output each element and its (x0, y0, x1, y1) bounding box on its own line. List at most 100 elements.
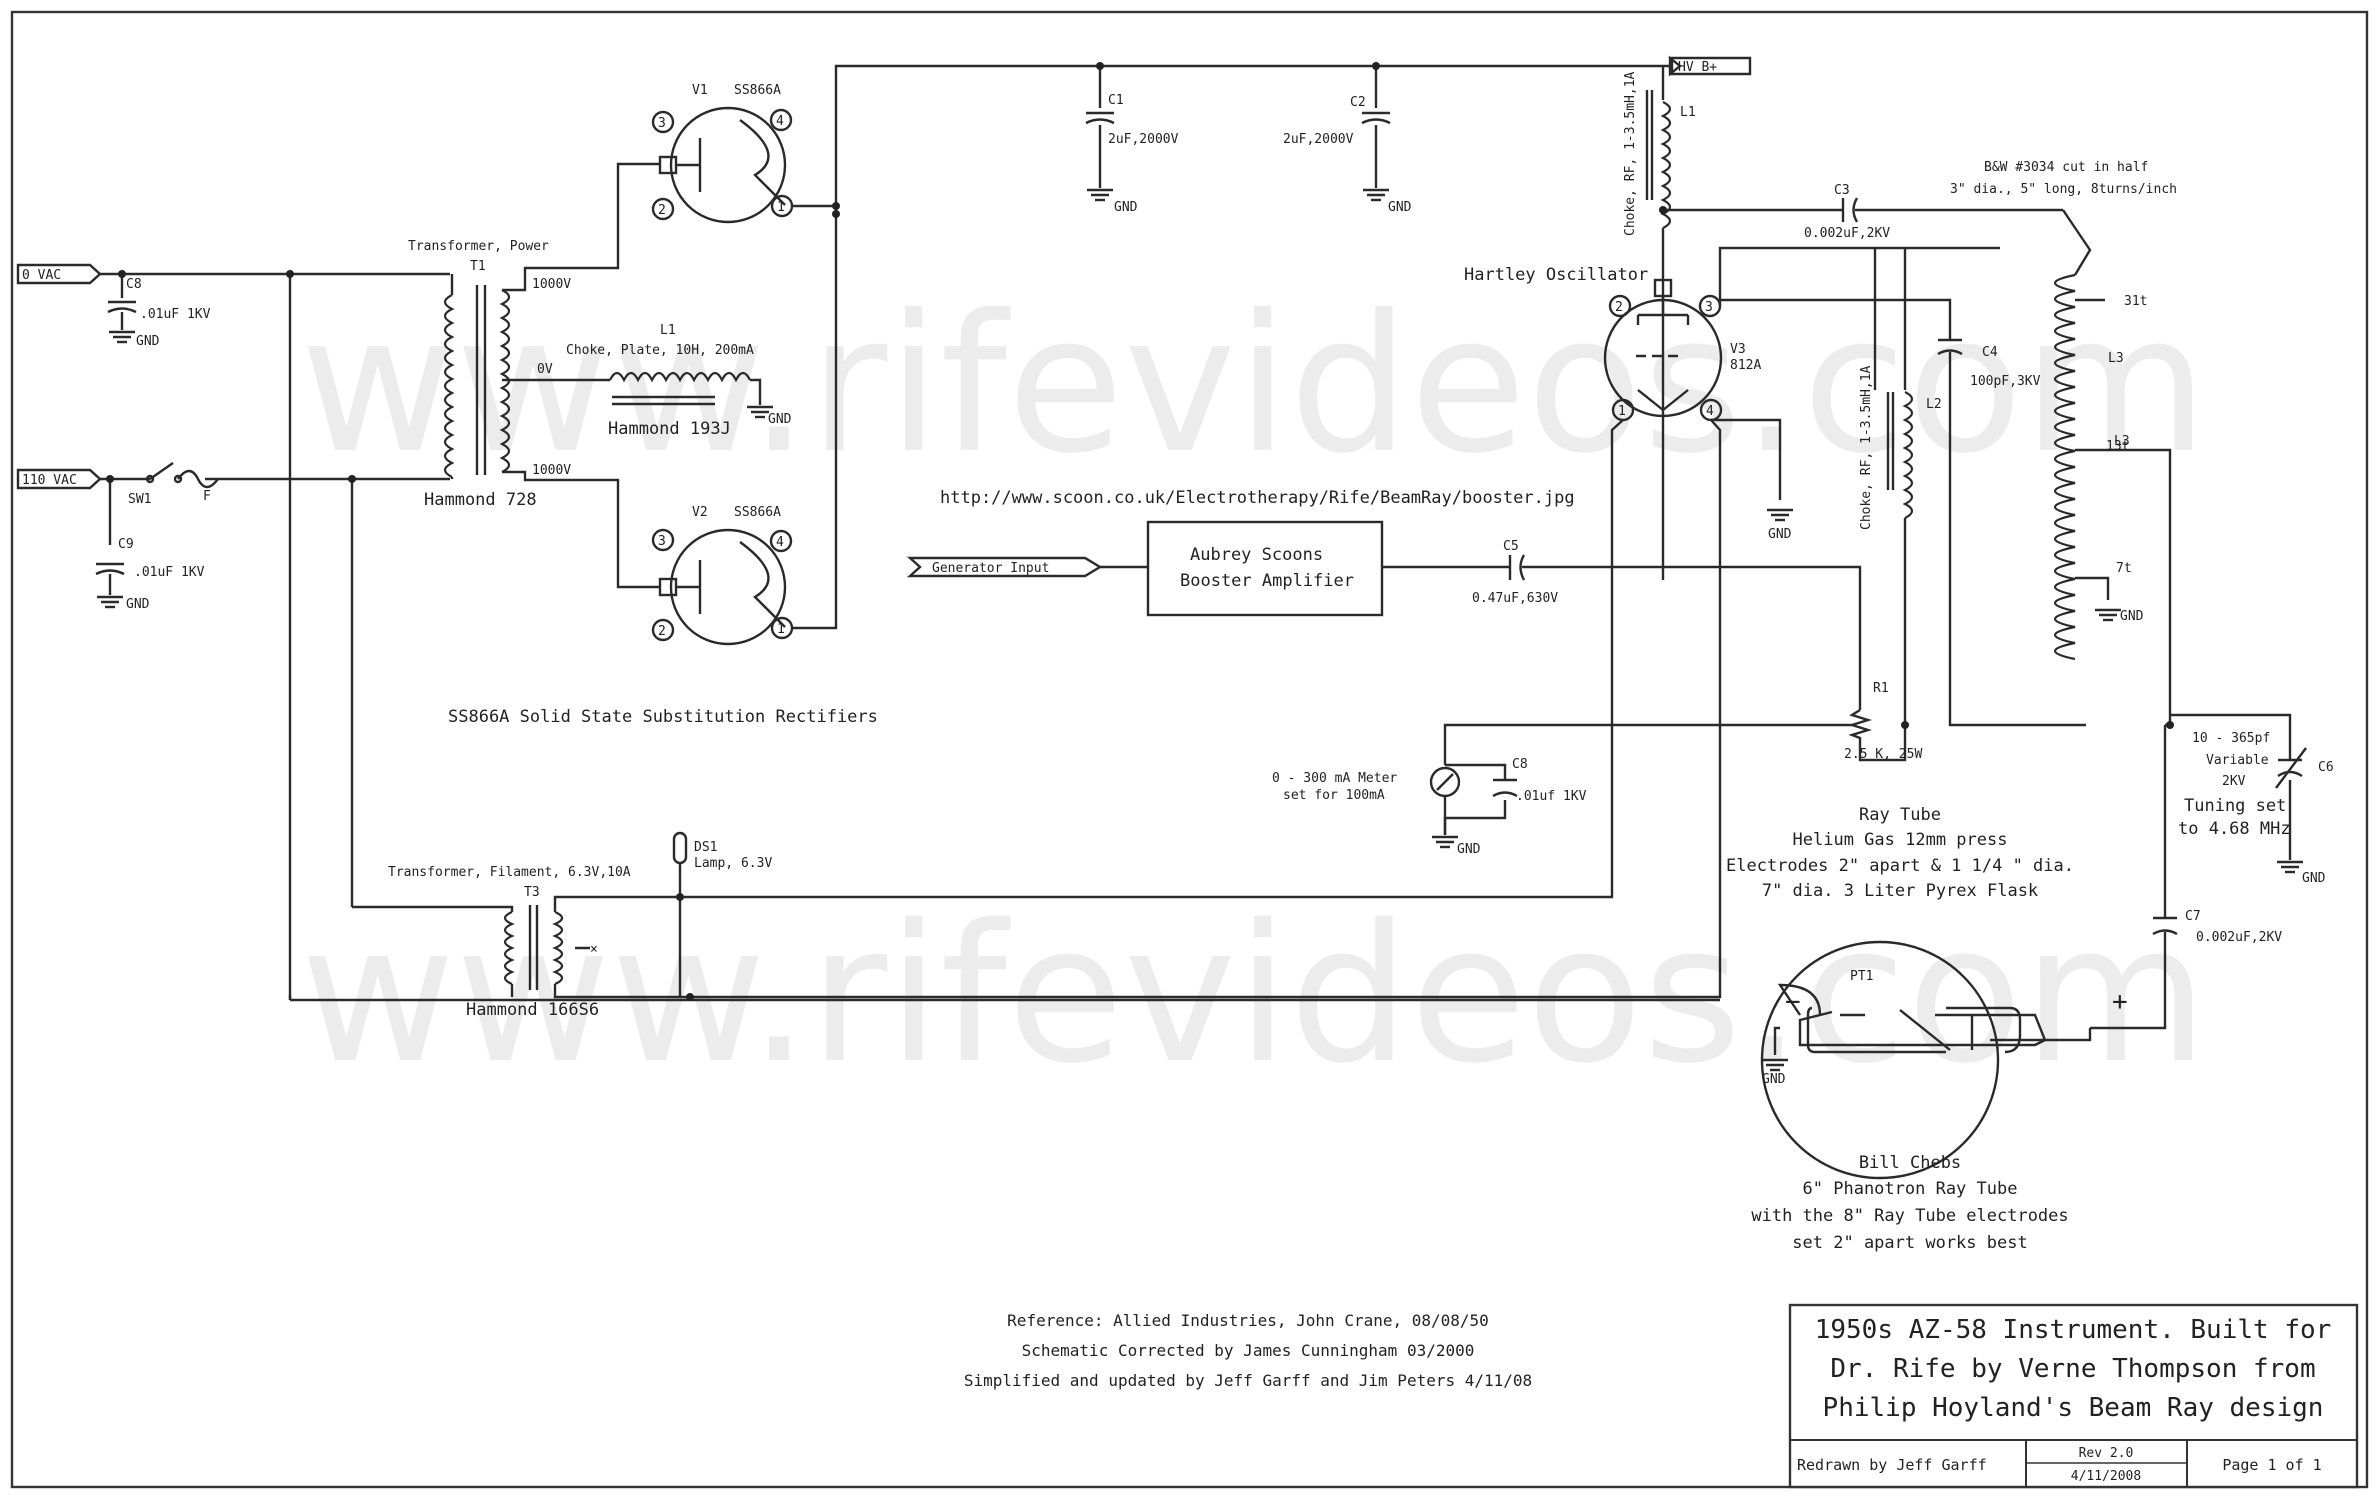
title-line-3: Philip Hoyland's Beam Ray design (1823, 1393, 2324, 1423)
svg-text:to 4.68 MHz: to 4.68 MHz (2178, 819, 2291, 839)
t3-tap-mark: × (590, 942, 598, 957)
svg-text:2.5 K, 25W: 2.5 K, 25W (1844, 747, 1922, 762)
watermark-top: www.rifevideos.com (300, 274, 2208, 495)
capacitor-c4: C4 100pF,3KV (1937, 338, 2041, 389)
svg-text:GND: GND (2302, 871, 2326, 886)
svg-text:GND: GND (136, 334, 160, 349)
svg-text:7" dia. 3 Liter Pyrex Flask: 7" dia. 3 Liter Pyrex Flask (1762, 881, 2038, 901)
svg-text:Reference: Allied Industries,: Reference: Allied Industries, John Crane… (1007, 1311, 1489, 1330)
capacitor-c8-input: C8 .01uF 1KV GND (106, 277, 211, 349)
choke-l1-plate: L1 Choke, Plate, 10H, 200mA Hammond 193J… (566, 323, 792, 439)
ray-tube-pt1: GND PT1 − + (1760, 940, 2128, 1180)
svg-text:Generator Input: Generator Input (932, 561, 1049, 576)
booster-amplifier: Aubrey Scoons Booster Amplifier (1146, 520, 1384, 617)
svg-text:3: 3 (1705, 300, 1713, 315)
svg-text:Hammond 166S6: Hammond 166S6 (466, 1000, 599, 1020)
svg-text:0.47uF,630V: 0.47uF,630V (1472, 591, 1558, 606)
svg-text:Booster Amplifier: Booster Amplifier (1180, 571, 1354, 591)
svg-text:Schematic Corrected by James C: Schematic Corrected by James Cunningham … (1022, 1341, 1475, 1360)
oscillator-v3: Hartley Oscillator 2 3 1 4 V3 812A (1464, 265, 1761, 422)
svg-text:L2: L2 (1926, 397, 1942, 412)
svg-text:2: 2 (658, 203, 666, 218)
svg-text:4: 4 (1706, 404, 1714, 419)
svg-text:Transformer, Power: Transformer, Power (408, 239, 549, 254)
title-block: 1950s AZ-58 Instrument. Built for Dr. Ri… (1788, 1303, 2359, 1489)
svg-text:−: − (1785, 987, 1801, 1017)
svg-text:0 - 300 mA Meter: 0 - 300 mA Meter (1272, 771, 1397, 786)
svg-text:C4: C4 (1982, 345, 1998, 360)
svg-text:SS866A: SS866A (734, 505, 781, 520)
svg-text:0.002uF,2KV: 0.002uF,2KV (2196, 930, 2282, 945)
rectifier-v2: 3 2 4 1 V2 SS866A (651, 505, 794, 646)
svg-text:.01uf 1KV: .01uf 1KV (1516, 789, 1587, 804)
svg-text:Electrodes 2" apart & 1 1/4 ": Electrodes 2" apart & 1 1/4 " dia. (1726, 856, 2074, 876)
svg-text:Choke, RF, 1-3.5mH,1A: Choke, RF, 1-3.5mH,1A (1859, 365, 1874, 530)
svg-text:V3: V3 (1730, 342, 1746, 357)
svg-text:GND: GND (1388, 200, 1412, 215)
svg-text:C5: C5 (1503, 539, 1519, 554)
wire-amp-c5 (1382, 565, 1862, 710)
junctions (106, 202, 2174, 729)
svg-text:Simplified and updated by Jeff: Simplified and updated by Jeff Garff and… (964, 1371, 1532, 1390)
svg-text:Lamp, 6.3V: Lamp, 6.3V (694, 856, 772, 871)
svg-text:.01uF 1KV: .01uF 1KV (140, 307, 211, 322)
capacitor-c9: C9 .01uF 1KV GND (94, 537, 205, 612)
svg-text:Transformer, Filament, 6.3V,10: Transformer, Filament, 6.3V,10A (388, 865, 631, 880)
capacitor-c5: C5 0.47uF,630V (1472, 539, 1558, 606)
svg-text:Hammond 193J: Hammond 193J (608, 419, 731, 439)
svg-text:C7: C7 (2185, 909, 2201, 924)
svg-text:Choke, RF, 1-3.5mH,1A: Choke, RF, 1-3.5mH,1A (1623, 71, 1638, 236)
svg-text:DS1: DS1 (694, 840, 717, 855)
svg-text:C8: C8 (1512, 757, 1528, 772)
svg-text:C1: C1 (1108, 93, 1124, 108)
svg-text:R1: R1 (1873, 681, 1889, 696)
svg-text:1000V: 1000V (532, 277, 571, 292)
resistor-r1: R1 2.5 K, 25W (1443, 681, 1922, 762)
svg-text:Ray Tube: Ray Tube (1859, 805, 1941, 825)
rectifier-note: SS866A Solid State Substitution Rectifie… (448, 707, 878, 727)
svg-text:L1: L1 (660, 323, 676, 338)
svg-text:T1: T1 (470, 259, 486, 274)
transformer-t3: F Transformer, Filament, 6.3V,10A T3 Ham… (288, 865, 690, 1020)
capacitor-c1: C1 2uF,2000V GND (1084, 93, 1179, 215)
bill-chebs-note: Bill Chebs 6" Phanotron Ray Tube with th… (1751, 1153, 2068, 1253)
svg-text:0V: 0V (537, 362, 553, 377)
svg-text:V2: V2 (692, 505, 708, 520)
transformer-t1: Transformer, Power T1 Hammond 728 1000V … (408, 239, 571, 510)
l3-ref-label: L3 (2108, 351, 2124, 366)
gnd-v3: GND (1765, 508, 1795, 542)
svg-text:C2: C2 (1350, 95, 1366, 110)
svg-text:+: + (2112, 987, 2128, 1017)
svg-text:10 - 365pf: 10 - 365pf (2192, 731, 2270, 746)
wire-0vac (100, 272, 1720, 1002)
svg-text:31t: 31t (2124, 294, 2147, 309)
svg-text:4: 4 (776, 114, 784, 129)
svg-text:GND: GND (2120, 609, 2144, 624)
meter: 0 - 300 mA Meter set for 100mA GND (1272, 760, 1507, 857)
svg-text:Tuning set: Tuning set (2184, 796, 2286, 816)
svg-text:3: 3 (658, 116, 666, 131)
sheet-border (10, 10, 2369, 1489)
svg-text:2KV: 2KV (2222, 774, 2246, 789)
svg-text:.01uF 1KV: .01uF 1KV (134, 565, 205, 580)
svg-text:3" dia., 5" long, 8turns/inch: 3" dia., 5" long, 8turns/inch (1950, 182, 2177, 197)
choke-l2-rf: L2 Choke, RF, 1-3.5mH,1A (1859, 248, 1942, 725)
svg-text:C8: C8 (126, 277, 142, 292)
port-hv-b: HV B+ (1668, 55, 1752, 77)
capacitor-c8-meter: C8 .01uf 1KV (1492, 757, 1587, 804)
fuse-f: F (177, 469, 219, 504)
rectifier-v1: 3 2 4 1 V1 SS866A (651, 83, 794, 224)
svg-text:Choke, Plate, 10H, 200mA: Choke, Plate, 10H, 200mA (566, 343, 754, 358)
svg-text:0 VAC: 0 VAC (22, 268, 61, 283)
port-generator-input: Generator Input (906, 556, 1103, 578)
reference-note: Reference: Allied Industries, John Crane… (964, 1311, 1532, 1390)
svg-text:C6: C6 (2318, 760, 2334, 775)
ray-tube-note: Ray Tube Helium Gas 12mm press Electrode… (1726, 805, 2074, 901)
svg-text:4: 4 (776, 535, 784, 550)
svg-text:Variable: Variable (2206, 753, 2269, 768)
svg-text:0.002uF,2KV: 0.002uF,2KV (1804, 226, 1890, 241)
choke-l1-rf: L1 Choke, RF, 1-3.5mH,1A (1623, 66, 1696, 580)
svg-text:V1: V1 (692, 83, 708, 98)
svg-text:C9: C9 (118, 537, 134, 552)
